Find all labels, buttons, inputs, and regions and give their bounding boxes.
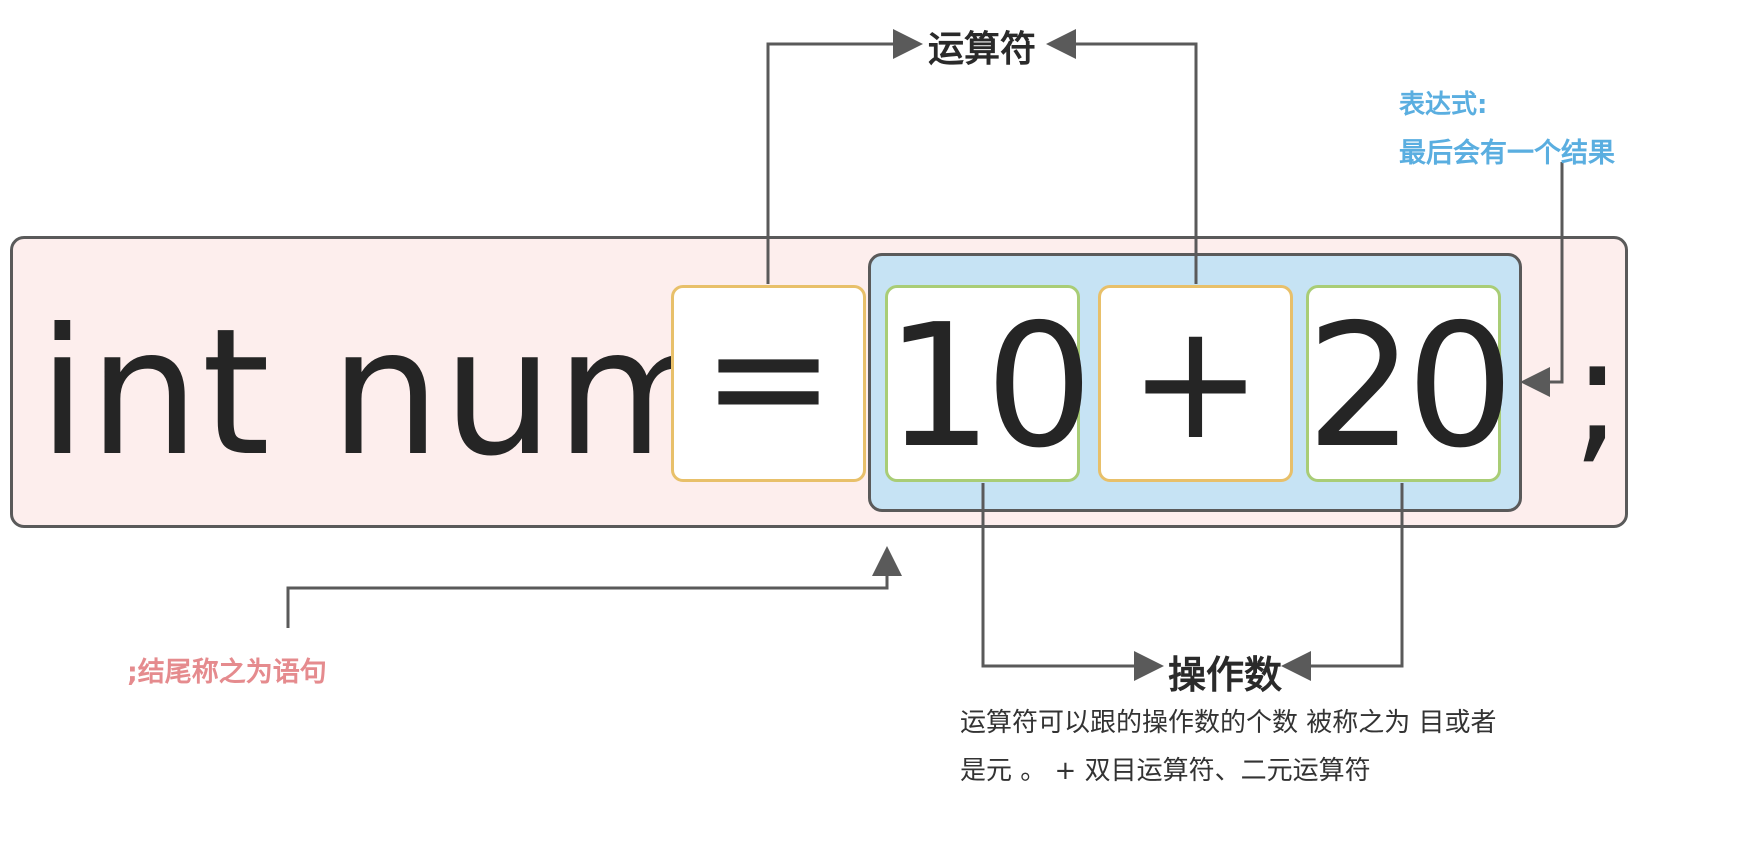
operand-1-box <box>885 285 1080 482</box>
plus-operator-box <box>1098 285 1293 482</box>
expression-label-line1: 表达式: <box>1399 90 1488 120</box>
statement-note-label: ;结尾称之为语句 <box>127 657 327 688</box>
operand-label: 操作数 <box>1168 653 1283 697</box>
operand1-to-operand-arrow <box>981 483 1164 681</box>
semicolon: ; <box>1572 306 1623 480</box>
plus-to-operator-arrow <box>1046 29 1198 284</box>
expression-label-arrow <box>1520 162 1564 397</box>
equals-to-operator-arrow <box>766 29 923 284</box>
description-line2: 是元 。 + 双目运算符、二元运算符 <box>960 756 1371 786</box>
description-line1: 运算符可以跟的操作数的个数 被称之为 目或者 <box>960 708 1497 738</box>
operand-1: 10 <box>885 288 1093 486</box>
expression-label-line2: 最后会有一个结果 <box>1399 138 1615 169</box>
statement-note-arrow <box>286 546 902 628</box>
operator-label: 运算符 <box>928 29 1037 70</box>
plus-operator: + <box>1128 288 1263 475</box>
operand-2-box <box>1306 285 1501 482</box>
operand2-to-operand-arrow <box>1281 483 1404 681</box>
operand-2: 20 <box>1306 288 1514 486</box>
statement-left-text: int num <box>38 292 729 495</box>
equals-operator-box <box>671 285 866 482</box>
equals-operator: = <box>701 283 836 470</box>
